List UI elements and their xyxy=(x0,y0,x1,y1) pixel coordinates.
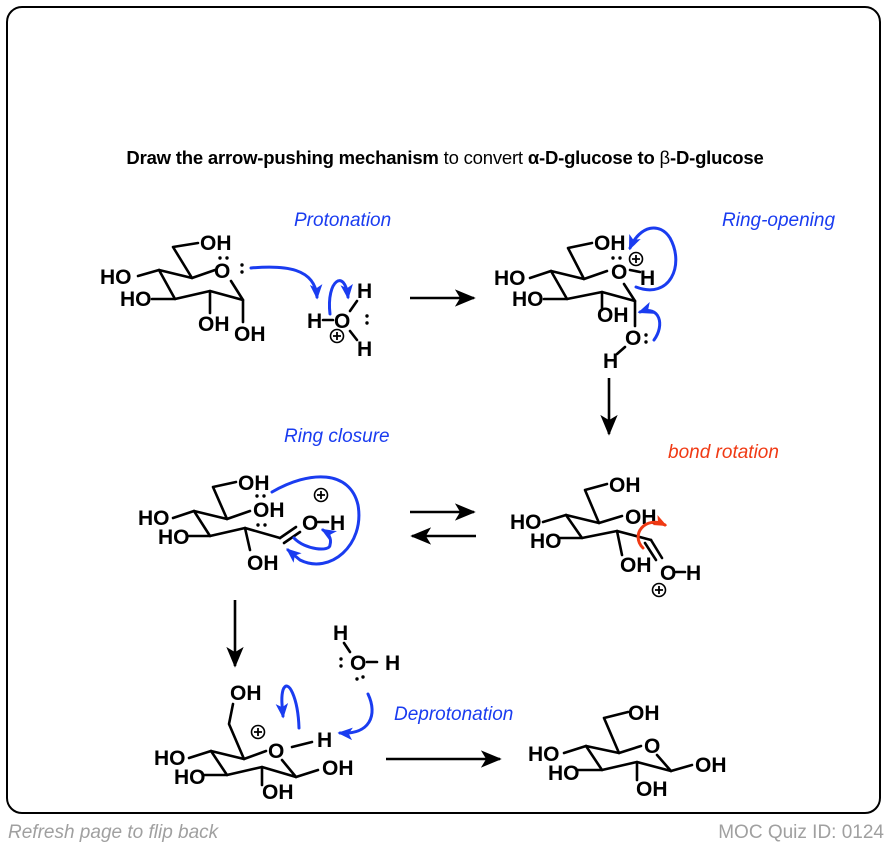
refresh-hint: Refresh page to flip back xyxy=(8,822,219,843)
atom-ho: HO xyxy=(528,743,560,766)
atom-o: O xyxy=(660,562,676,585)
curly-arrow xyxy=(327,279,353,316)
atom-oh: OH xyxy=(625,506,657,529)
atom-h: H xyxy=(307,310,322,333)
molecule-water: H O H xyxy=(333,622,400,681)
atom-oh: OH xyxy=(609,474,641,497)
atom-o: O xyxy=(625,327,641,350)
atom-ho: HO xyxy=(174,766,206,789)
title-reactant: α-D-glucose xyxy=(527,147,633,168)
atom-oh: OH xyxy=(628,702,660,725)
step-label-bond-rotation: bond rotation xyxy=(668,442,779,463)
atom-oh: OH xyxy=(200,232,232,255)
quiz-id: MOC Quiz ID: 0124 xyxy=(718,822,884,843)
lone-pair xyxy=(240,263,244,274)
curly-arrow xyxy=(628,226,678,292)
question-title: Draw the arrow-pushing mechanism to conv… xyxy=(0,147,890,169)
curly-arrow xyxy=(637,301,662,342)
step-label-protonation: Protonation xyxy=(294,210,391,231)
atom-ho: HO xyxy=(548,762,580,785)
atom-oh: OH xyxy=(597,304,629,327)
atom-h: H xyxy=(603,350,618,373)
curly-arrow xyxy=(292,528,337,551)
title-product: -D-glucose xyxy=(669,147,764,168)
atom-h: H xyxy=(686,562,701,585)
atom-oh: OH xyxy=(247,552,279,575)
atom-oh: OH xyxy=(238,472,270,495)
atom-h: H xyxy=(640,267,655,290)
atom-oh: OH xyxy=(322,757,354,780)
molecule-hydronium: H O H H xyxy=(307,280,372,361)
atom-ho: HO xyxy=(494,267,526,290)
molecule-beta-d-glucose: OH O HO HO OH OH xyxy=(528,702,727,801)
lone-pair xyxy=(339,657,343,668)
molecule-oxocarbenium-open: OH OH HO HO OH O H xyxy=(138,472,345,575)
atom-ho: HO xyxy=(120,288,152,311)
plus-charge-icon xyxy=(313,487,329,503)
lone-pair xyxy=(256,523,267,527)
atom-o: O xyxy=(302,512,318,535)
title-middle: to convert xyxy=(438,147,528,168)
atom-o-ring: O xyxy=(214,260,230,283)
atom-oh: OH xyxy=(234,323,266,346)
atom-ho: HO xyxy=(530,530,562,553)
plus-charge-icon xyxy=(329,328,345,344)
molecule-protonated-pyranose: OH O H HO HO OH O H xyxy=(494,232,655,373)
atom-ho: HO xyxy=(512,288,544,311)
molecule-oxocarbenium-rotated: OH OH HO HO OH O H xyxy=(510,474,701,598)
atom-oh: OH xyxy=(198,313,230,336)
atom-h: H xyxy=(317,729,332,752)
atom-h: H xyxy=(333,622,348,645)
rotation-arrow xyxy=(636,514,668,550)
lone-pair xyxy=(255,494,266,498)
atom-oh: OH xyxy=(620,554,652,577)
plus-charge-icon xyxy=(250,724,266,740)
lone-pair xyxy=(611,256,622,260)
title-beta: β xyxy=(659,147,671,168)
atom-h: H xyxy=(357,338,372,361)
atom-o-ring: O xyxy=(644,735,660,758)
lone-pair xyxy=(218,256,229,260)
step-label-deprotonation: Deprotonation xyxy=(394,704,513,725)
molecule-protonated-beta: OH O H HO HO OH OH xyxy=(154,682,354,804)
quiz-card-frame xyxy=(6,6,881,814)
atom-ho: HO xyxy=(154,747,186,770)
atom-ho: HO xyxy=(510,511,542,534)
atom-h: H xyxy=(330,512,345,535)
title-connector: to xyxy=(632,147,660,168)
curly-arrow xyxy=(275,684,301,730)
atom-o-ring: O xyxy=(611,261,627,284)
atom-h: H xyxy=(357,280,372,303)
atom-oh: OH xyxy=(695,754,727,777)
title-bold: Draw the arrow-pushing mechanism xyxy=(126,147,439,168)
atom-oh: OH xyxy=(636,778,668,801)
atom-ho: HO xyxy=(158,526,190,549)
plus-charge-icon xyxy=(628,251,644,267)
atom-o: O xyxy=(350,652,366,675)
lone-pair xyxy=(365,314,369,325)
curly-arrow xyxy=(337,692,374,741)
curly-arrow xyxy=(270,475,361,566)
lone-pair xyxy=(644,333,648,344)
plus-charge-icon xyxy=(651,582,667,598)
atom-ho: HO xyxy=(100,266,132,289)
atom-oh: OH xyxy=(230,682,262,705)
atom-oh: OH xyxy=(253,499,285,522)
atom-ho: HO xyxy=(138,507,170,530)
curly-arrow xyxy=(249,265,323,300)
atom-oh: OH xyxy=(594,232,626,255)
step-label-ring-opening: Ring-opening xyxy=(722,210,835,231)
step-label-ring-closure: Ring closure xyxy=(284,426,390,447)
atom-o-ring: O xyxy=(268,740,284,763)
atom-oh: OH xyxy=(262,781,294,804)
atom-h: H xyxy=(385,652,400,675)
molecule-alpha-d-glucose: OH O HO HO OH OH xyxy=(100,232,266,346)
lone-pair xyxy=(355,675,365,681)
atom-o: O xyxy=(334,310,350,333)
